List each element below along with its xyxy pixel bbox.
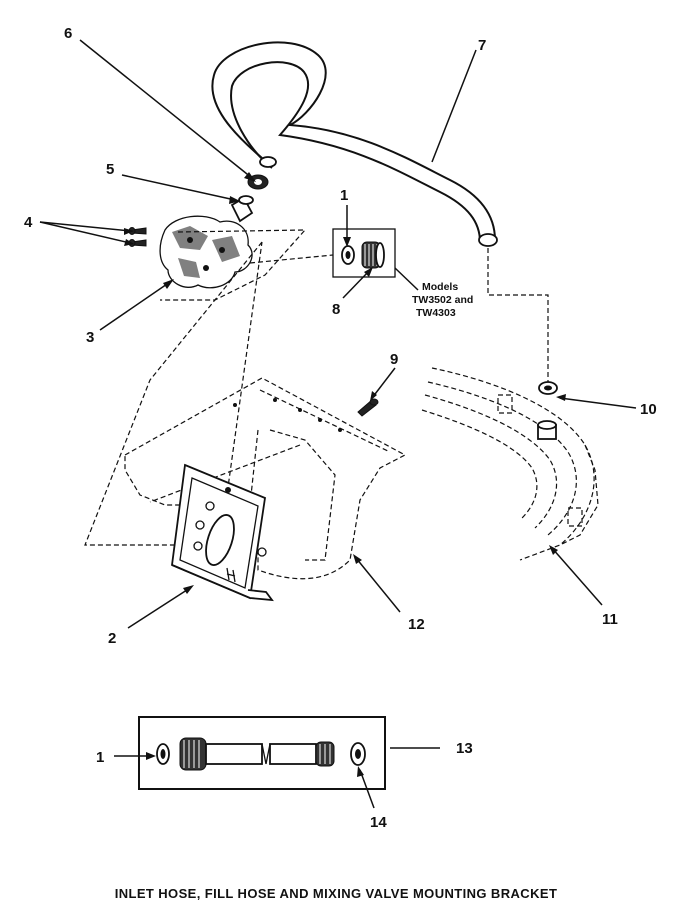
callout-1-bottom: 1 [96, 749, 104, 766]
bracket-screw [357, 398, 379, 417]
callout-13: 13 [456, 740, 473, 757]
diagram-caption: INLET HOSE, FILL HOSE AND MIXING VALVE M… [115, 886, 558, 901]
phantom-lines [84, 229, 549, 546]
callout-1-top: 1 [340, 187, 348, 204]
callout-6: 6 [64, 25, 72, 42]
tub-ring [421, 367, 599, 561]
callout-9: 9 [390, 351, 398, 368]
hose-adapter [230, 195, 254, 223]
note-line-1: Models [422, 281, 458, 293]
callout-10: 10 [640, 401, 657, 418]
fill-hose [211, 41, 498, 247]
note-line-3: TW4303 [416, 307, 456, 319]
mixing-valve [159, 215, 253, 289]
hose-clamp [538, 381, 558, 395]
callout-14: 14 [370, 814, 387, 831]
callout-12: 12 [408, 616, 425, 633]
callout-11: 11 [602, 611, 618, 628]
callout-7: 7 [478, 37, 486, 54]
model-note: Models TW3502 and TW4303 [412, 281, 473, 319]
callout-labels: 6 5 4 3 7 1 8 9 10 11 12 2 1 13 14 [24, 25, 657, 831]
callout-5: 5 [106, 161, 114, 178]
callout-3: 3 [86, 329, 94, 346]
inlet-hose-assembly [138, 716, 386, 790]
valve-mounting-bracket [171, 463, 274, 602]
washer-coupling-detail [332, 228, 396, 278]
note-line-2: TW3502 and [412, 294, 473, 306]
callout-2: 2 [108, 630, 116, 647]
callout-8: 8 [332, 301, 340, 318]
callout-4: 4 [24, 214, 33, 231]
leader-lines [39, 39, 637, 809]
